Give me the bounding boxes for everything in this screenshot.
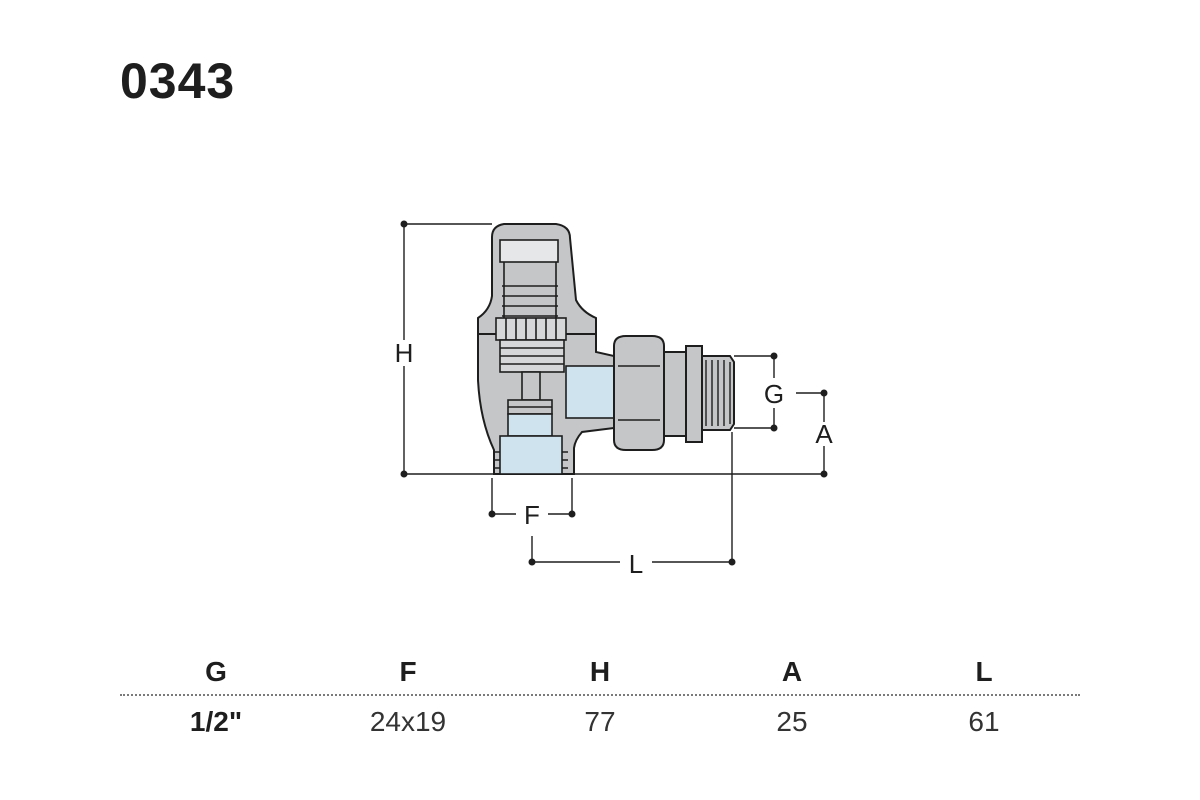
header-f: F	[399, 656, 417, 687]
cap-details	[495, 239, 567, 415]
header-l: L	[975, 656, 993, 687]
product-code: 0343	[120, 53, 236, 109]
table-divider	[120, 694, 1080, 696]
dimension-lines	[403, 223, 825, 563]
dim-label-f: F	[524, 500, 540, 530]
dimensions-header-row: G F H A L	[120, 650, 1080, 694]
value-h: 77	[584, 706, 616, 737]
dim-label-l: L	[629, 549, 643, 579]
dim-label-a: A	[815, 419, 833, 449]
value-f: 24x19	[369, 706, 447, 737]
tailpiece-thread	[705, 360, 731, 426]
dimension-dots	[400, 220, 828, 566]
value-a: 25	[776, 706, 808, 737]
dim-label-h: H	[395, 338, 414, 368]
dimensions-table: G F H A L 1/2" 24x19 77 25 61	[120, 650, 1080, 748]
outlet-passage	[565, 365, 615, 419]
value-l: 61	[968, 706, 1000, 737]
dim-label-g: G	[764, 379, 784, 409]
union-nut	[613, 335, 665, 451]
inlet-passage	[494, 413, 568, 475]
value-g: 1/2"	[189, 706, 243, 737]
header-h: H	[589, 656, 611, 687]
dimensions-value-row: 1/2" 24x19 77 25 61	[120, 696, 1080, 748]
header-g: G	[205, 656, 227, 687]
header-a: A	[781, 656, 803, 687]
